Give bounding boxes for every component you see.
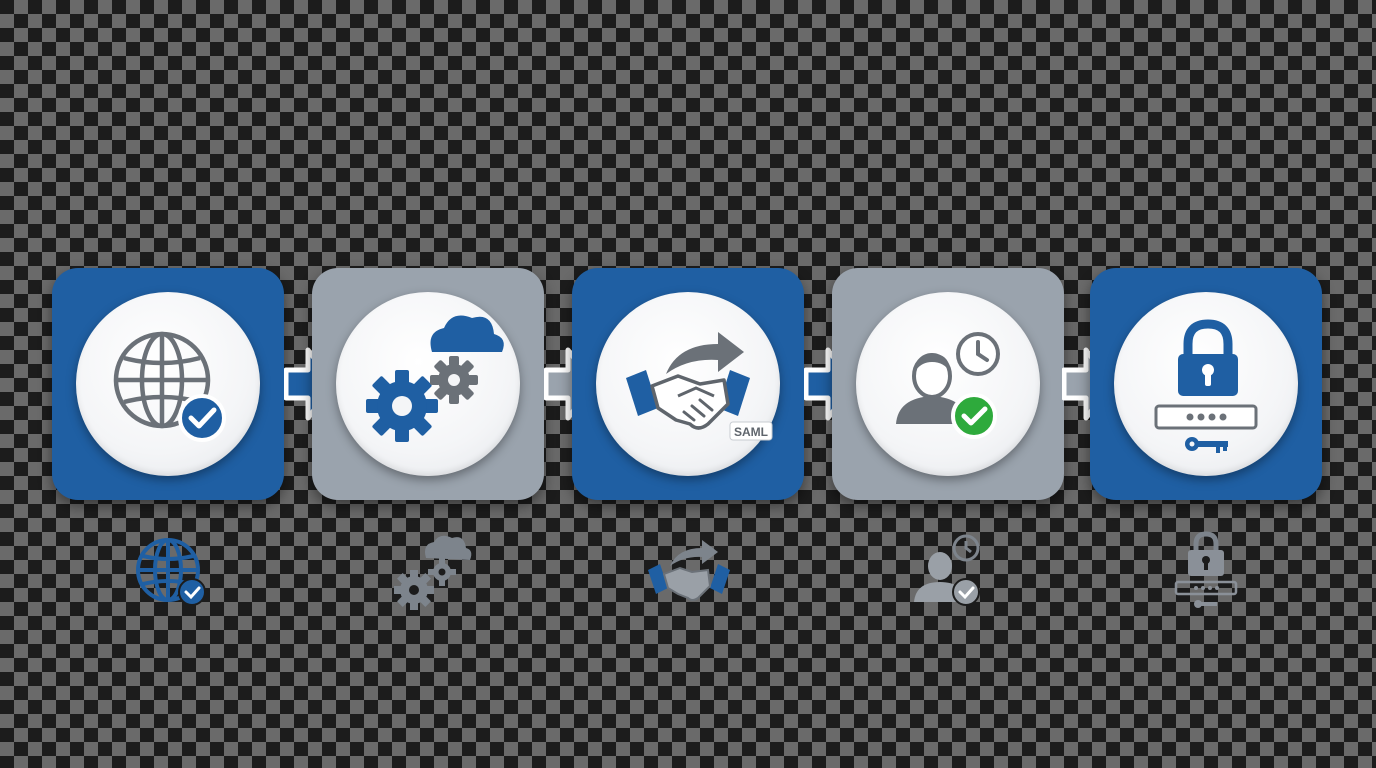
mini-globe-check-icon	[124, 530, 214, 614]
user-clock-check-icon	[896, 332, 1000, 439]
mini-handshake-icon	[644, 530, 734, 614]
user-icon	[896, 353, 968, 424]
step-2-tile	[312, 268, 544, 500]
key-icon	[1185, 437, 1228, 453]
handshake-saml-icon: SAML	[626, 332, 773, 441]
step-3-tile: SAML	[572, 268, 804, 500]
globe-check-icon	[113, 331, 226, 442]
mini-gears-cloud-icon	[384, 530, 474, 614]
saml-label: SAML	[734, 425, 768, 439]
clock-icon	[956, 332, 1000, 376]
gears-cloud-icon	[366, 315, 504, 442]
password-field-icon	[1154, 404, 1258, 430]
lock-password-key-icon	[1154, 319, 1258, 453]
lock-icon	[1178, 319, 1238, 396]
mini-lock-password-key-icon	[1162, 530, 1252, 614]
mini-user-clock-check-icon	[904, 530, 994, 614]
step-4-tile	[832, 268, 1064, 500]
saml-badge: SAML	[729, 421, 773, 441]
step-2-circle	[336, 292, 520, 476]
step-1-tile	[52, 268, 284, 500]
step-4-circle	[856, 292, 1040, 476]
step-1-circle	[76, 292, 260, 476]
step-5-circle	[1114, 292, 1298, 476]
step-3-circle: SAML	[596, 292, 780, 476]
step-5-tile	[1090, 268, 1322, 500]
